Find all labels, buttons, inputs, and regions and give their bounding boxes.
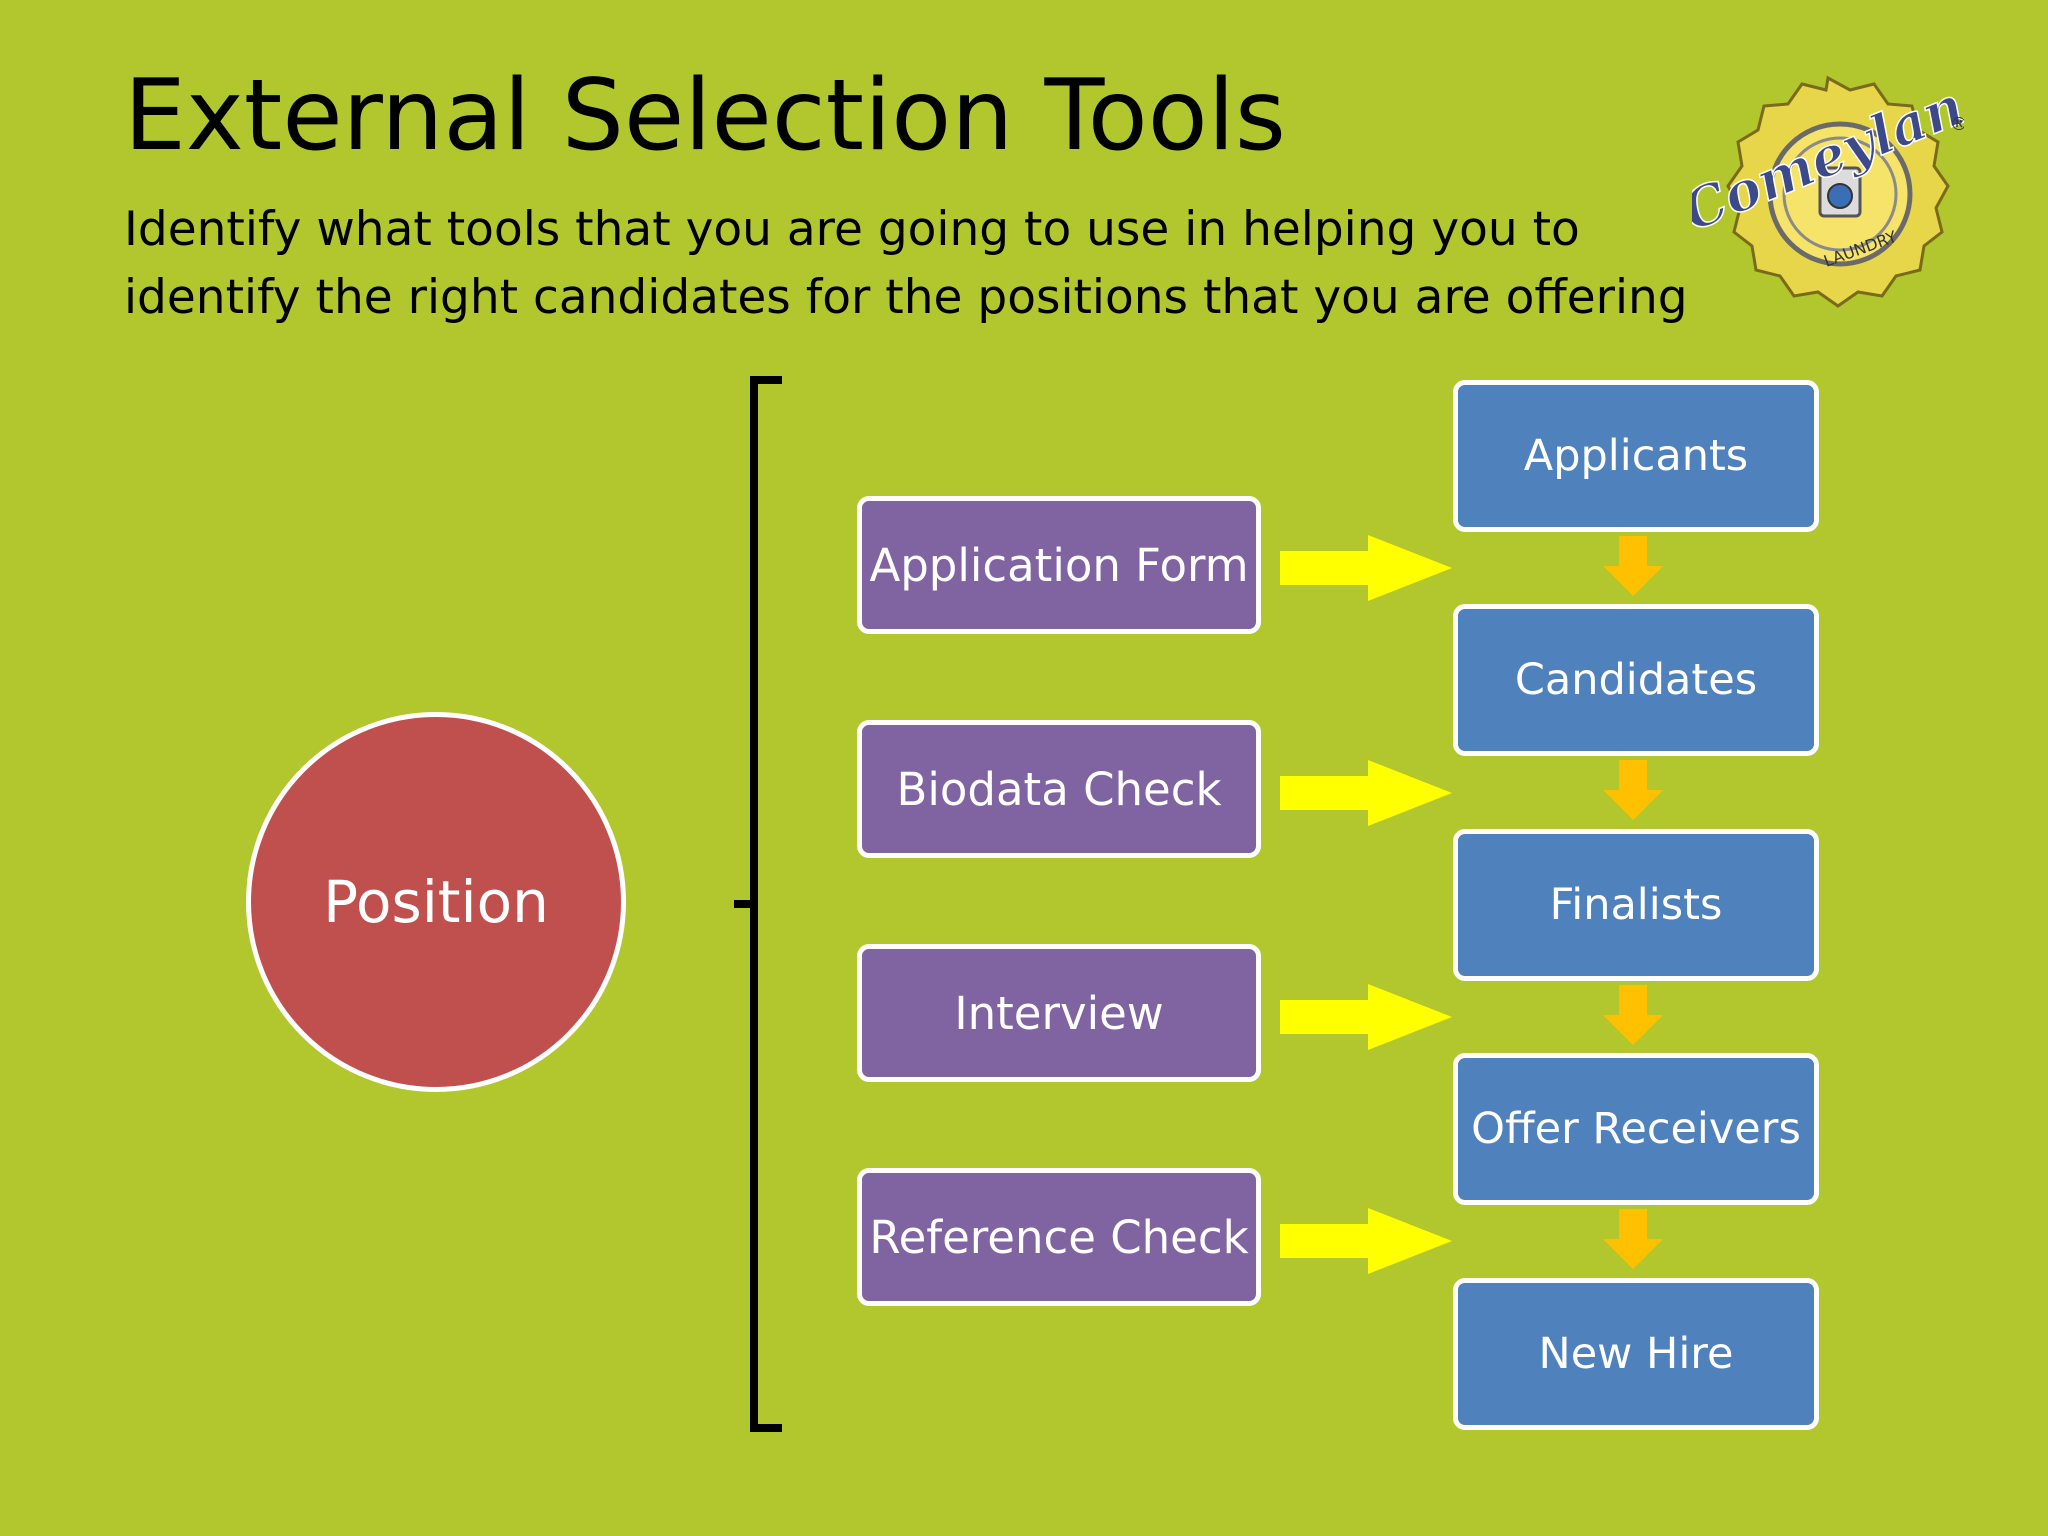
stage-offer-receivers: Offer Receivers (1453, 1053, 1819, 1205)
right-arrow-icon (1280, 984, 1452, 1050)
tool-biodata-check: Biodata Check (857, 720, 1261, 858)
laundry-logo: Comeylan LAUNDRY ® (1692, 72, 1964, 308)
slide-subtitle: Identify what tools that you are going t… (124, 202, 1688, 325)
tool-label: Reference Check (869, 1210, 1249, 1264)
stage-applicants: Applicants (1453, 380, 1819, 532)
stage-finalists: Finalists (1453, 829, 1819, 981)
tool-application-form: Application Form (857, 496, 1261, 634)
tool-interview: Interview (857, 944, 1261, 1082)
right-arrow-icon (1280, 760, 1452, 826)
registered-mark: ® (1950, 114, 1964, 135)
stage-label: New Hire (1538, 1329, 1734, 1379)
right-arrow-icon (1280, 1208, 1452, 1274)
stage-label: Offer Receivers (1471, 1104, 1801, 1154)
down-arrow-icon (1603, 985, 1663, 1045)
tool-label: Biodata Check (896, 762, 1222, 816)
tool-label: Application Form (869, 538, 1249, 592)
bracket-brace (734, 376, 782, 1432)
stage-new-hire: New Hire (1453, 1278, 1819, 1430)
position-label: Position (323, 868, 549, 936)
position-circle: Position (246, 712, 626, 1092)
down-arrow-icon (1603, 536, 1663, 596)
stage-label: Applicants (1523, 431, 1749, 481)
down-arrow-icon (1603, 1209, 1663, 1269)
stage-label: Finalists (1549, 880, 1723, 930)
stage-candidates: Candidates (1453, 604, 1819, 756)
tool-label: Interview (954, 986, 1164, 1040)
down-arrow-icon (1603, 760, 1663, 820)
stage-label: Candidates (1514, 655, 1758, 705)
tool-reference-check: Reference Check (857, 1168, 1261, 1306)
right-arrow-icon (1280, 535, 1452, 601)
slide-title: External Selection Tools (124, 59, 1286, 173)
